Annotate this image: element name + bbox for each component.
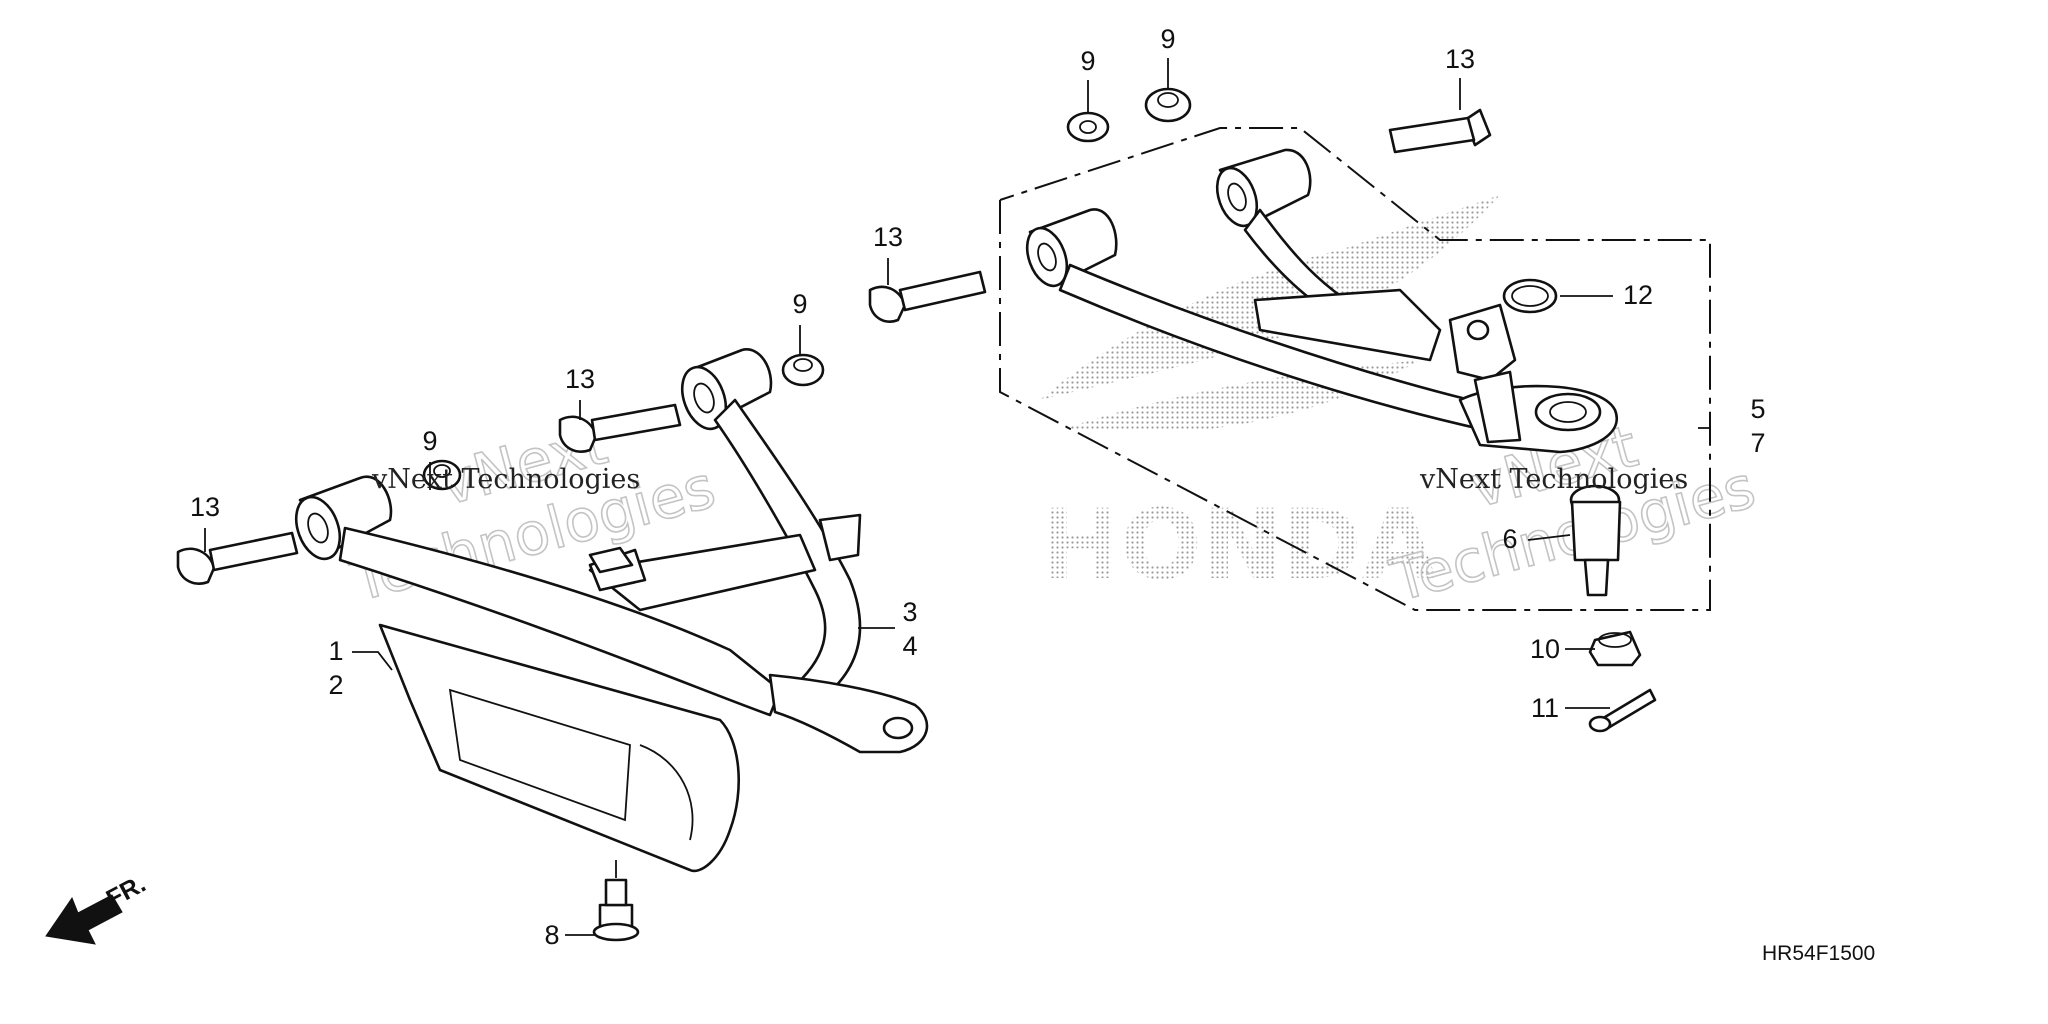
ball-joint xyxy=(1569,484,1622,597)
callout-13: 13 xyxy=(565,364,595,394)
watermark-text: vNext Technologies xyxy=(1419,464,1688,495)
callout-9: 9 xyxy=(1080,46,1095,76)
pivot-bolt-c xyxy=(558,403,682,453)
callout-10: 10 xyxy=(1530,634,1560,664)
flange-nut-c xyxy=(781,353,825,387)
callout-2: 2 xyxy=(328,670,343,700)
callout-7: 7 xyxy=(1750,428,1765,458)
callout-5: 5 xyxy=(1750,394,1765,424)
front-direction-arrow: FR. xyxy=(45,870,150,945)
leader-lines xyxy=(204,58,1710,936)
callout-9: 9 xyxy=(422,426,437,456)
pivot-bolt-b xyxy=(868,270,987,323)
callout-6: 6 xyxy=(1502,524,1517,554)
skid-plate xyxy=(378,623,740,873)
flange-nut-b xyxy=(1144,87,1192,123)
callout-13: 13 xyxy=(873,222,903,252)
pivot-bolt-d xyxy=(176,531,299,585)
watermark-text: vNext Technologies xyxy=(371,464,640,495)
callout-13: 13 xyxy=(190,492,220,522)
upper-arm xyxy=(1025,148,1618,454)
castle-nut xyxy=(1588,630,1642,667)
cotter-pin xyxy=(1588,688,1657,733)
brand-mark: HONDA xyxy=(1040,489,1436,601)
skid-plate-bolt xyxy=(592,878,640,942)
callout-12: 12 xyxy=(1623,280,1653,310)
diagram-code: HR54F1500 xyxy=(1762,942,1875,965)
pivot-bolt-a xyxy=(1388,108,1492,154)
callout-1: 1 xyxy=(328,636,343,666)
callout-9: 9 xyxy=(792,289,807,319)
flange-nut-a xyxy=(1066,111,1110,143)
callout-3: 3 xyxy=(902,597,917,627)
callout-9: 9 xyxy=(1160,24,1175,54)
welded-nut xyxy=(588,546,634,574)
lower-arm xyxy=(294,348,929,754)
callout-13: 13 xyxy=(1445,44,1475,74)
callout-11: 11 xyxy=(1531,693,1559,723)
upper-arm-group-boundary xyxy=(999,127,1711,611)
flange-nut-d xyxy=(422,459,462,491)
circlip xyxy=(1502,278,1558,314)
callout-4: 4 xyxy=(902,631,917,661)
callout-8: 8 xyxy=(544,920,559,950)
